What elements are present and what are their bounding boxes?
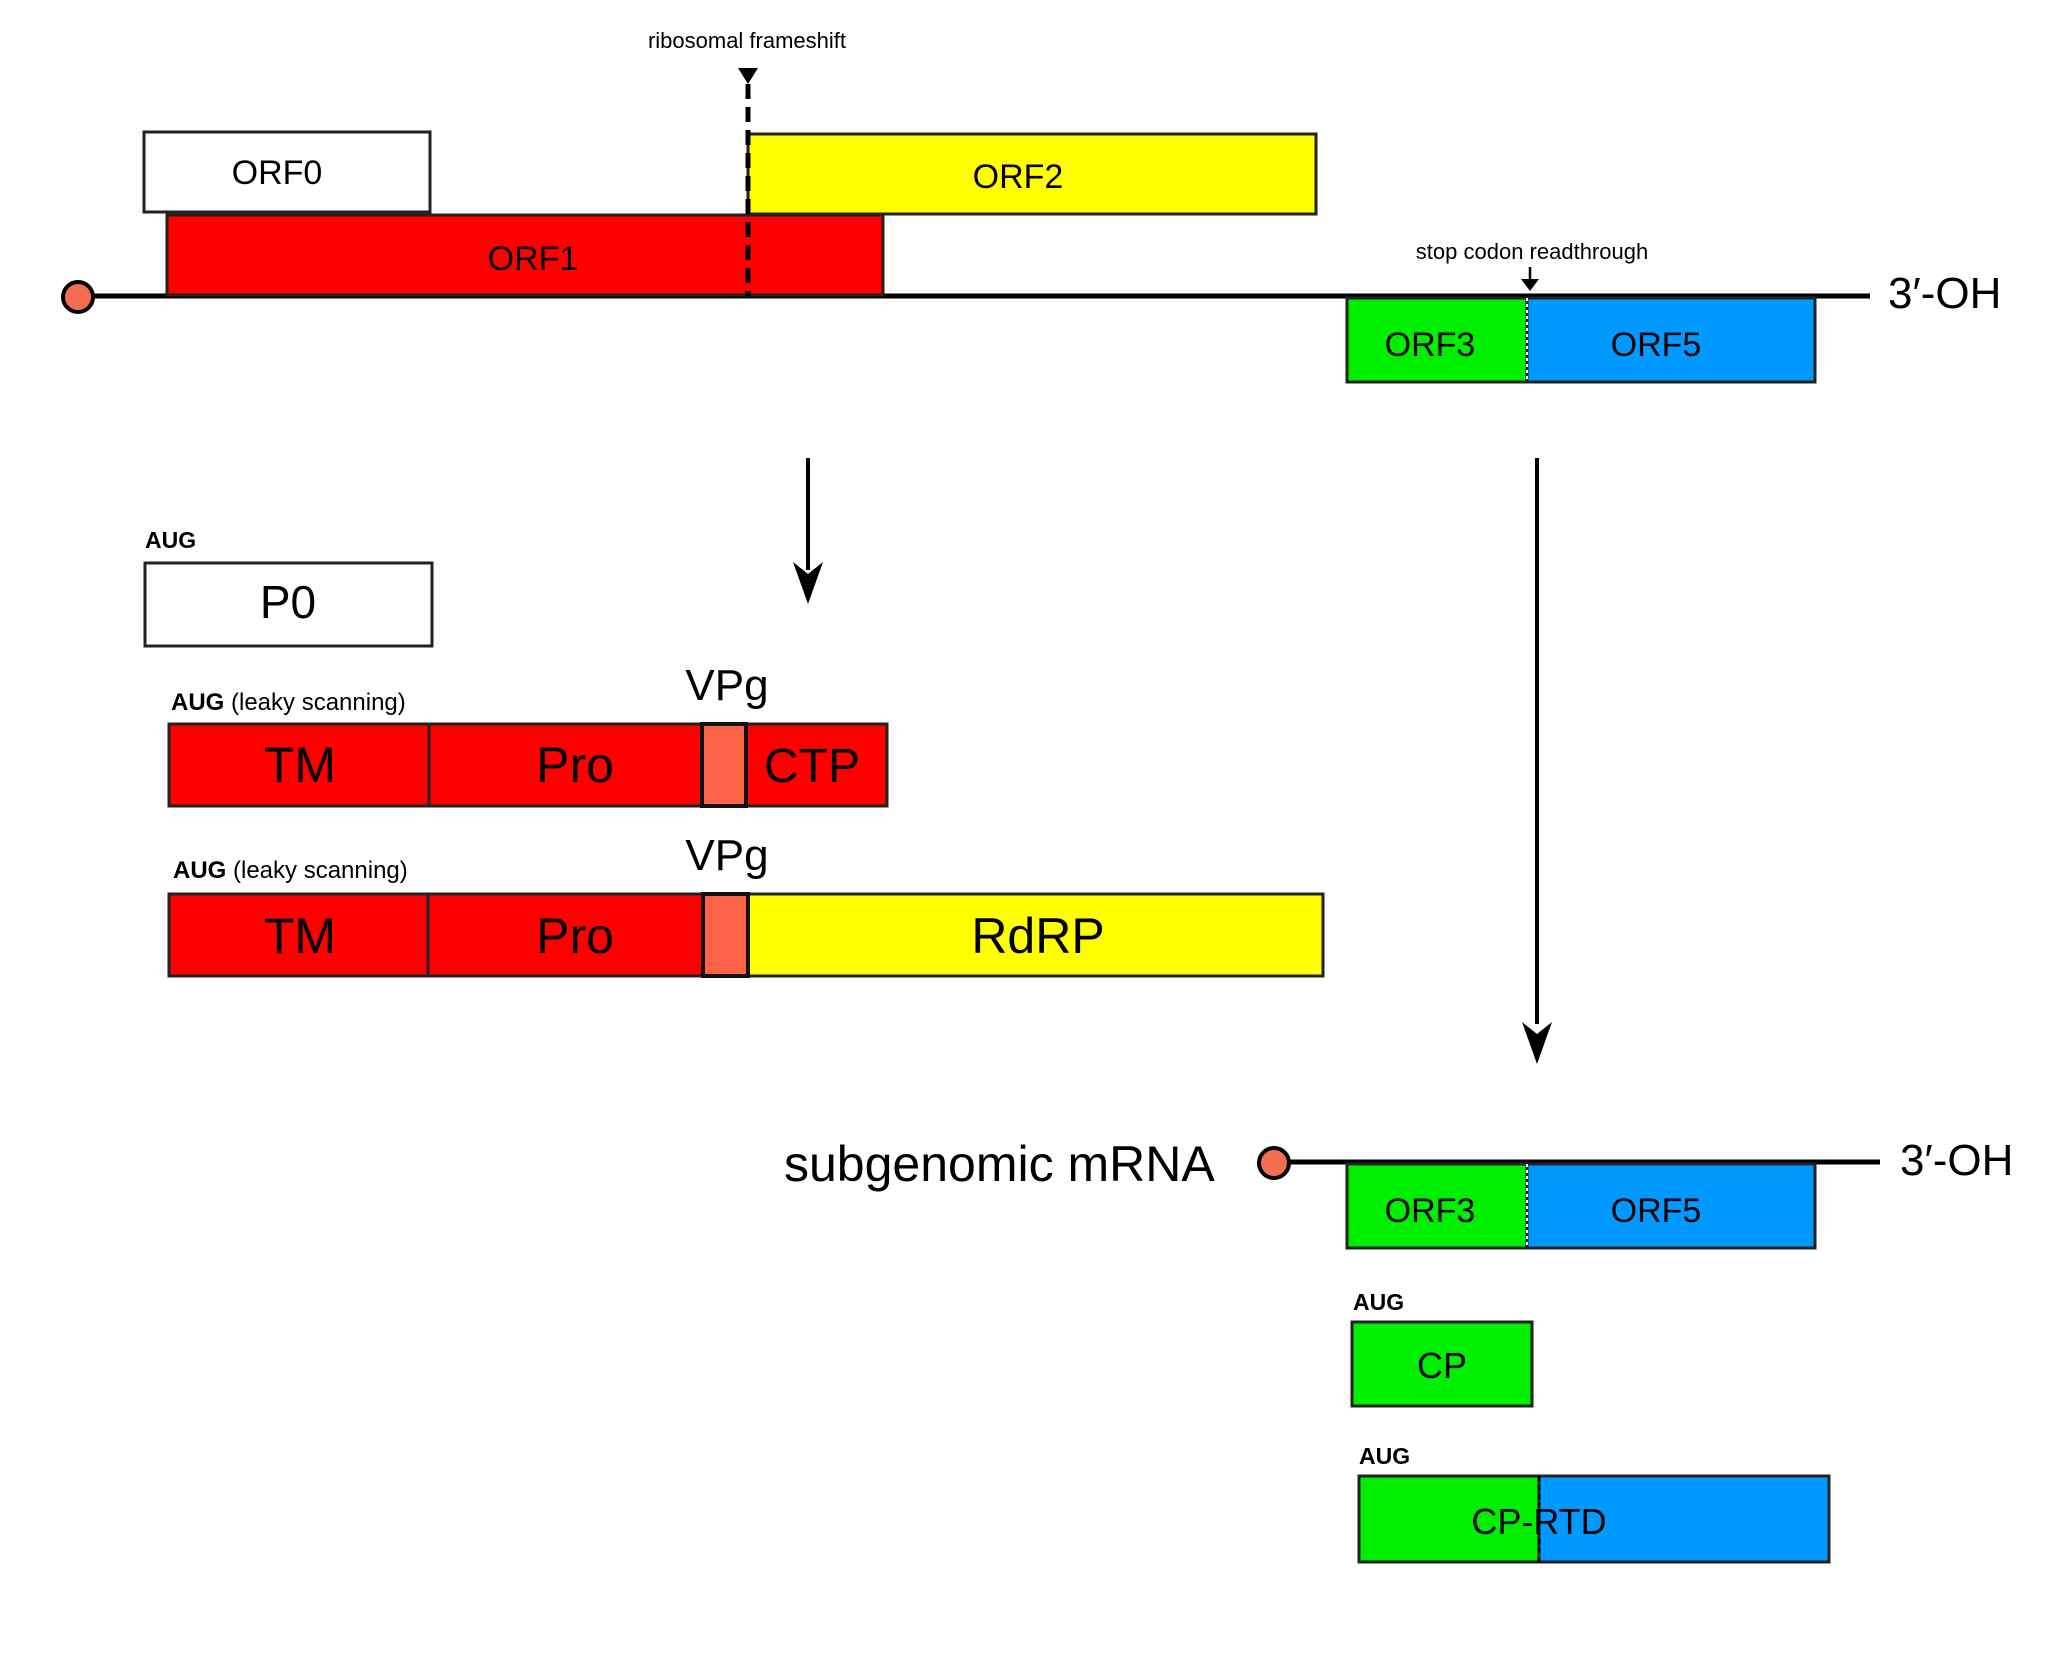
orf5-label: ORF5 [1611, 326, 1702, 364]
cprtd-start-codon: AUG [1359, 1443, 1410, 1469]
subgenomic-rna: subgenomic mRNA 3′-OH ORF3 ORF5 [784, 1136, 2013, 1250]
cprtd-rtd-box [1537, 1474, 1831, 1564]
p1p2-vpg-label: VPg [685, 831, 768, 880]
p1p2-vpg-box [701, 892, 750, 978]
sg-orf5-label: ORF5 [1611, 1192, 1702, 1230]
p1p2-pro-label: Pro [536, 908, 614, 964]
p1-leaky-note: (leaky scanning) [224, 689, 405, 716]
five-prime-cap [61, 280, 95, 314]
p0-start-codon: AUG [145, 527, 196, 553]
p1-vpg-box [700, 722, 748, 808]
p1-tm-box [167, 722, 431, 808]
subgenomic-three-prime-label: 3′-OH [1900, 1136, 2013, 1185]
readthrough-arrowhead [1521, 279, 1539, 291]
p1-start-codon: AUG (leaky scanning) [171, 689, 406, 716]
p1-pro-box [427, 722, 704, 808]
three-prime-oh-label: 3′-OH [1888, 269, 2001, 318]
arrow-to-products-head [793, 562, 823, 604]
cp-product: AUG CP [1350, 1289, 1534, 1408]
cp-label: CP [1417, 1345, 1467, 1386]
cprtd-cp-box [1357, 1474, 1541, 1564]
orf0-label: ORF0 [232, 154, 323, 192]
translation-arrows [793, 458, 1552, 1064]
orf2-box [746, 132, 1318, 216]
sg-orf3-box [1345, 1162, 1529, 1250]
cprtd-product: AUG CP-RTD [1357, 1443, 1831, 1564]
p1p2-start-codon: AUG (leaky scanning) [173, 857, 408, 884]
p1-aug: AUG [171, 689, 224, 716]
p1p2-tm-label: TM [264, 908, 336, 964]
subgenomic-cap [1257, 1146, 1291, 1180]
sg-orf3-label: ORF3 [1385, 1192, 1476, 1230]
readthrough-label: stop codon readthrough [1416, 239, 1648, 264]
orf0-box [142, 130, 432, 214]
p1p2-product: AUG (leaky scanning) VPg TM Pro RdRP [167, 831, 1325, 978]
p1-vpg-label: VPg [685, 661, 768, 710]
genomic-rna: 3′-OH ORF0 ORF1 ORF2 ribosomal frameshif… [61, 28, 2001, 384]
cp-box [1350, 1320, 1534, 1408]
p1p2-tm-box [167, 892, 430, 978]
p1-tm-label: TM [264, 737, 336, 793]
orf5-box [1525, 296, 1817, 384]
p1p2-aug: AUG [173, 857, 226, 884]
frameshift-arrowhead [738, 68, 758, 84]
p1p2-leaky-note: (leaky scanning) [226, 857, 407, 884]
subgenomic-label: subgenomic mRNA [784, 1136, 1215, 1192]
p1p2-pro-box [426, 892, 705, 978]
p1-ctp-label: CTP [764, 740, 860, 793]
p1-product: AUG (leaky scanning) VPg TM Pro CTP [167, 661, 889, 808]
sg-orf5-box [1525, 1162, 1817, 1250]
orf3-label: ORF3 [1385, 326, 1476, 364]
p1-pro-label: Pro [536, 737, 614, 793]
p0-product: AUG P0 [143, 527, 434, 648]
frameshift-label: ribosomal frameshift [648, 28, 846, 53]
p0-box [143, 561, 434, 648]
p0-label: P0 [260, 576, 316, 628]
cprtd-label: CP-RTD [1471, 1501, 1606, 1542]
orf2-label: ORF2 [973, 158, 1064, 196]
cp-start-codon: AUG [1353, 1289, 1404, 1315]
orf1-box [165, 213, 885, 297]
arrow-to-subgenomic-head [1522, 1022, 1552, 1064]
p1p2-rdrp-label: RdRP [971, 908, 1104, 964]
orf1-label: ORF1 [488, 240, 579, 278]
